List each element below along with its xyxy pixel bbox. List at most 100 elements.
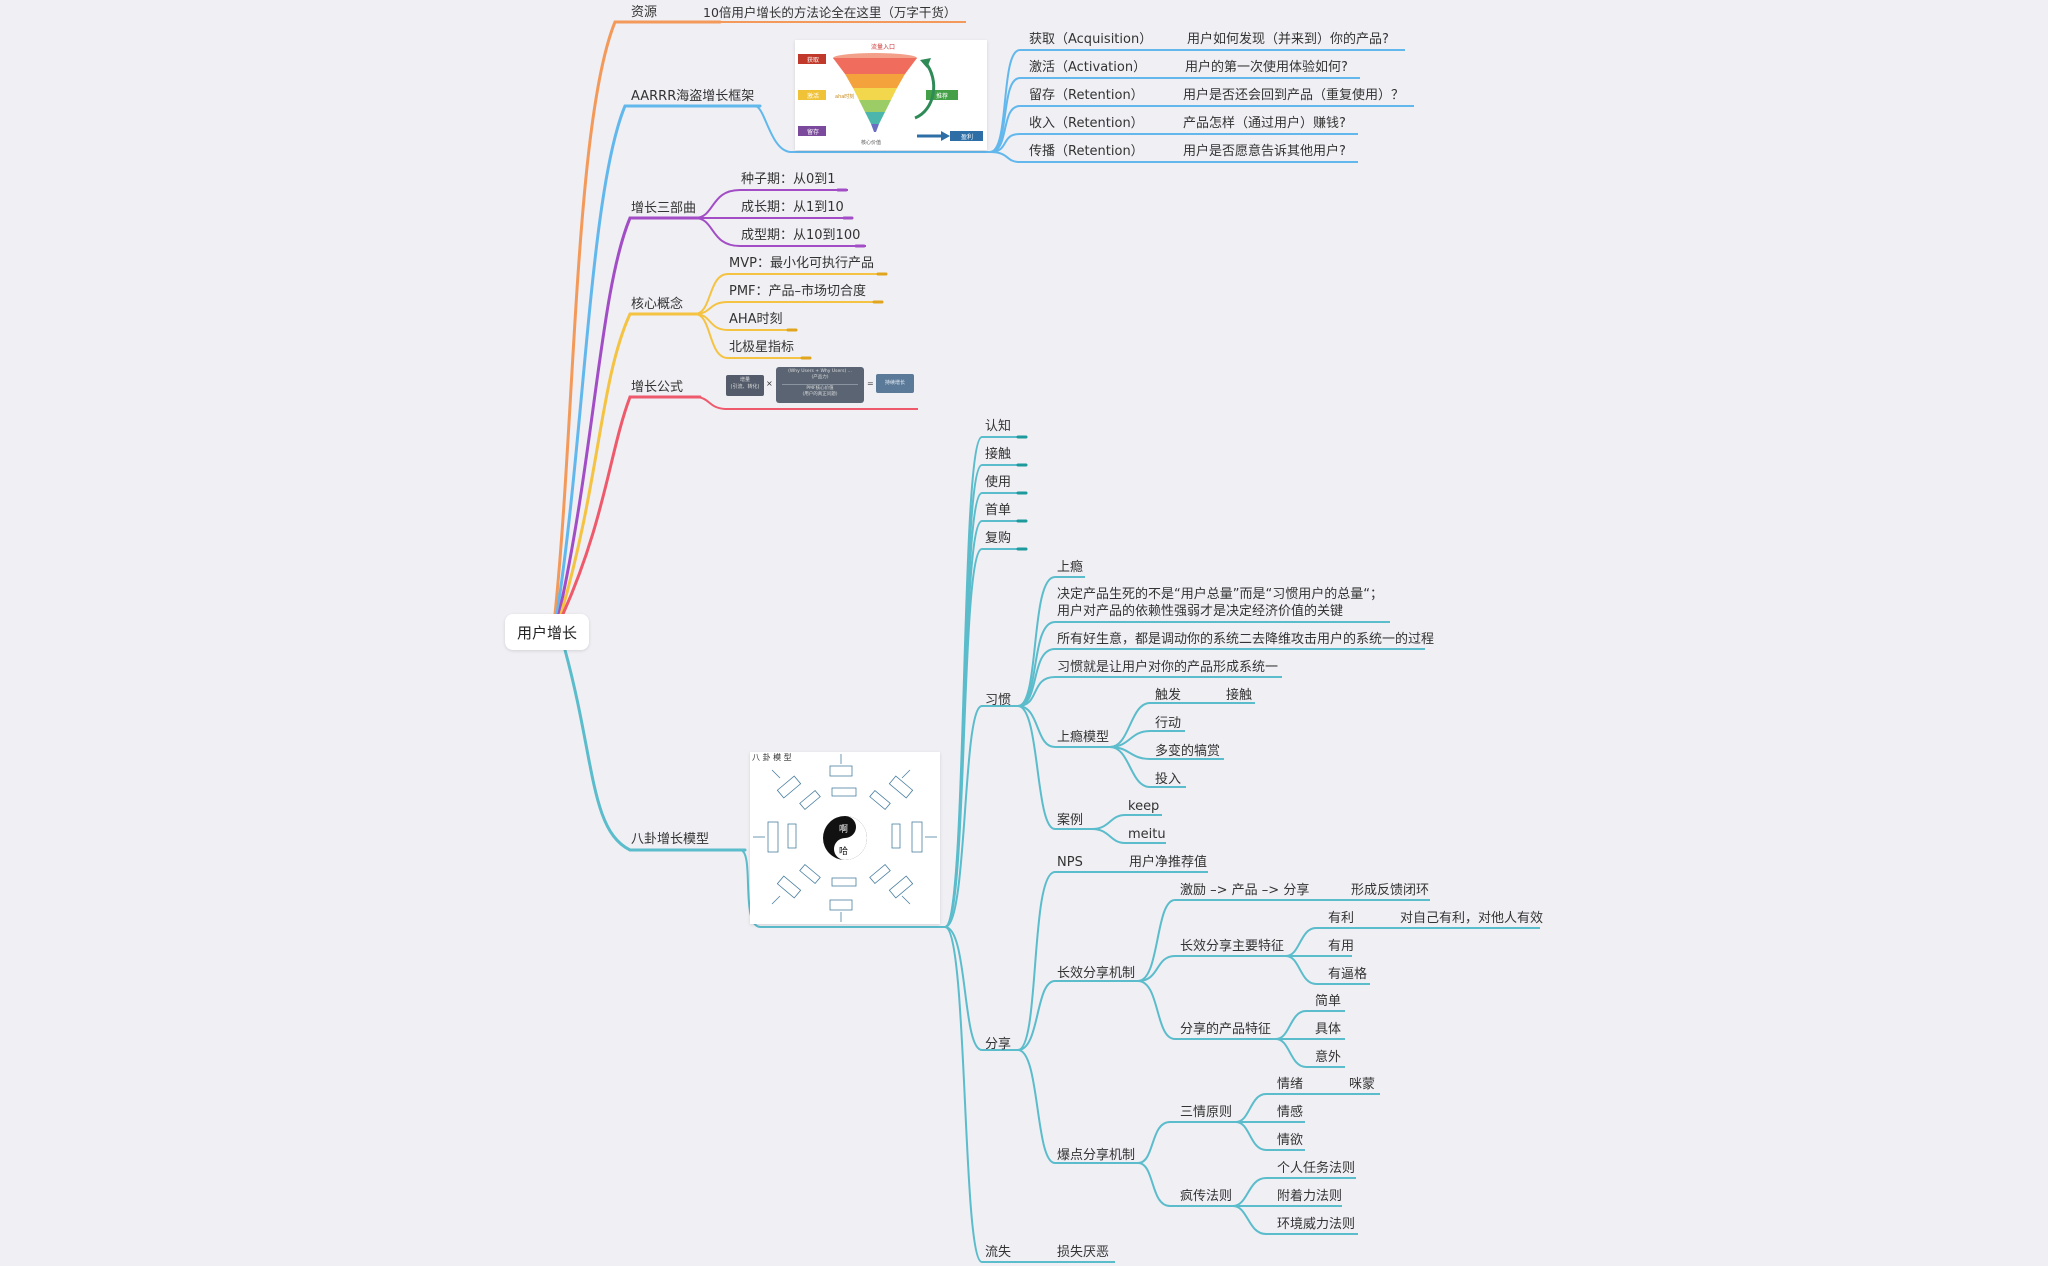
formula-mid-box: (Why Users + Why Users) ... (产品力) PMF核心价…	[776, 367, 864, 403]
three-feeling[interactable]: 情感	[1277, 1105, 1304, 1120]
formula-mid-b1: PMF核心价值	[806, 386, 834, 391]
stage-mature[interactable]: 成型期：从10到100	[741, 228, 861, 243]
spread-personal[interactable]: 个人任务法则	[1277, 1161, 1356, 1176]
bagua-first-order[interactable]: 首单	[985, 503, 1012, 518]
funnel-ret: 留存	[807, 128, 819, 136]
funnel-core: 核心价值	[861, 139, 881, 146]
concept-north-star[interactable]: 北极星指标	[729, 340, 795, 355]
hook-reward[interactable]: 多变的犒赏	[1155, 744, 1221, 759]
habit-quote-2[interactable]: 用户对产品的依赖性强弱才是决定经济价值的关键	[1057, 604, 1344, 619]
funnel-acq: 获取	[807, 56, 819, 64]
habit-cases[interactable]: 案例	[1057, 813, 1084, 828]
branch-formula[interactable]: 增长公式	[631, 380, 684, 395]
concept-pmf[interactable]: PMF：产品–市场切合度	[729, 284, 867, 299]
hook-action[interactable]: 行动	[1155, 716, 1182, 731]
funnel-aha: aha时刻	[835, 93, 854, 100]
stage-growth[interactable]: 成长期：从1到10	[741, 200, 844, 215]
product-concrete[interactable]: 具体	[1315, 1022, 1342, 1037]
aarrr-item-acquisition[interactable]: 获取（Acquisition）	[1029, 32, 1153, 47]
branch-line-concepts	[559, 312, 702, 616]
formula-mid-top: (Why Users + Why Users) ...	[788, 369, 852, 374]
feature-benefit[interactable]: 有利	[1328, 911, 1355, 926]
funnel-ref: 推荐	[936, 92, 948, 100]
aarrr-item-referral[interactable]: 传播（Retention）	[1029, 144, 1144, 159]
aarrr-item-activation[interactable]: 激活（Activation）	[1029, 60, 1147, 75]
three-emotion[interactable]: 情绪	[1277, 1077, 1304, 1092]
branch-line-formula	[561, 395, 702, 616]
bagua-contact[interactable]: 接触	[985, 447, 1012, 462]
formula-times: ×	[766, 379, 773, 388]
root-node[interactable]: 用户增长	[505, 614, 589, 650]
hook-model[interactable]: 上瘾模型	[1057, 730, 1110, 745]
share-loop[interactable]: 激励 –> 产品 –> 分享	[1180, 883, 1310, 898]
funnel-rev: 盈利	[961, 133, 973, 141]
bagua-use[interactable]: 使用	[985, 475, 1012, 490]
branch-line-stages	[557, 216, 702, 616]
formula-right: 持续增长	[876, 374, 914, 393]
resource-link[interactable]: 10倍用户增长的方法论全在这里（万字干货）	[703, 5, 957, 20]
formula-left-sub: (引流、转化)	[730, 384, 760, 390]
feature-useful[interactable]: 有用	[1328, 939, 1355, 954]
bagua-share[interactable]: 分享	[985, 1037, 1012, 1052]
share-nps[interactable]: NPS	[1057, 855, 1083, 870]
hook-trigger-contact[interactable]: 接触	[1226, 688, 1253, 703]
formula-mid-sub: (产品力)	[811, 375, 829, 380]
spread-context[interactable]: 环境威力法则	[1277, 1217, 1356, 1232]
bagua-repurchase[interactable]: 复购	[985, 531, 1012, 546]
aarrr-desc-revenue[interactable]: 产品怎样（通过用户）赚钱?	[1183, 116, 1346, 131]
funnel-top-label: 流量入口	[871, 43, 895, 51]
feature-benefit-desc[interactable]: 对自己有利，对他人有效	[1400, 911, 1544, 926]
branch-stages[interactable]: 增长三部曲	[631, 201, 697, 216]
aarrr-funnel-image[interactable]: 流量入口 获取 激活 aha时刻 留存 推荐 盈利 核心价值	[795, 40, 987, 150]
formula-mid-b2: (用户的真正问题)	[802, 392, 838, 397]
hook-trigger[interactable]: 触发	[1155, 688, 1182, 703]
formula-left: 增量	[739, 377, 750, 383]
aarrr-item-revenue[interactable]: 收入（Retention）	[1029, 116, 1144, 131]
share-long[interactable]: 长效分享机制	[1057, 966, 1136, 981]
spread-stickiness[interactable]: 附着力法则	[1277, 1189, 1343, 1204]
branch-resource[interactable]: 资源	[631, 5, 658, 20]
branch-bagua[interactable]: 八卦增长模型	[631, 832, 710, 847]
share-loop-child[interactable]: 形成反馈闭环	[1351, 883, 1430, 898]
viral-spread[interactable]: 疯传法则	[1180, 1189, 1233, 1204]
bagua-churn[interactable]: 流失	[985, 1245, 1012, 1260]
hook-investment[interactable]: 投入	[1155, 772, 1182, 787]
bagua-awareness[interactable]: 认知	[985, 419, 1012, 434]
share-long-features[interactable]: 长效分享主要特征	[1180, 939, 1285, 954]
branch-concepts[interactable]: 核心概念	[631, 297, 684, 312]
stage-seed[interactable]: 种子期：从0到1	[741, 172, 836, 187]
habit-system-one[interactable]: 习惯就是让用户对你的产品形成系统一	[1057, 660, 1279, 675]
bagua-habit[interactable]: 习惯	[985, 693, 1012, 708]
product-simple[interactable]: 简单	[1315, 994, 1342, 1009]
feature-classy[interactable]: 有逼格	[1328, 967, 1368, 982]
case-keep[interactable]: keep	[1128, 799, 1160, 814]
bagua-model-image[interactable]: 八 卦 模 型 啊 哈	[750, 752, 940, 924]
concept-mvp[interactable]: MVP：最小化可执行产品	[729, 256, 874, 271]
share-viral[interactable]: 爆点分享机制	[1057, 1148, 1136, 1163]
habit-addiction[interactable]: 上瘾	[1057, 560, 1084, 575]
concept-aha[interactable]: AHA时刻	[729, 312, 783, 327]
branch-line-resource	[553, 20, 722, 616]
aarrr-desc-acquisition[interactable]: 用户如何发现（并来到）你的产品?	[1187, 32, 1389, 47]
case-meitu[interactable]: meitu	[1128, 827, 1166, 842]
branch-line-bagua	[563, 648, 747, 852]
habit-quote-1[interactable]: 决定产品生死的不是“用户总量”而是“习惯用户的总量“；	[1057, 587, 1383, 602]
aarrr-desc-activation[interactable]: 用户的第一次使用体验如何?	[1185, 60, 1348, 75]
aarrr-desc-retention[interactable]: 用户是否还会回到产品（重复使用）？	[1183, 88, 1405, 103]
three-emotion-child[interactable]: 咪蒙	[1349, 1077, 1376, 1092]
aarrr-item-retention[interactable]: 留存（Retention）	[1029, 88, 1144, 103]
habit-good-business[interactable]: 所有好生意，都是调动你的系统二去降维攻击用户的系统一的过程	[1057, 632, 1435, 647]
share-nps-desc[interactable]: 用户净推荐值	[1129, 855, 1208, 870]
funnel-act: 激活	[807, 92, 819, 100]
viral-three[interactable]: 三情原则	[1180, 1105, 1233, 1120]
product-unexpected[interactable]: 意外	[1315, 1050, 1342, 1065]
formula-image[interactable]: 增量 (引流、转化) × (Why Users + Why Users) ...…	[726, 367, 916, 405]
three-desire[interactable]: 情欲	[1277, 1133, 1304, 1148]
formula-left-box: 增量 (引流、转化)	[726, 375, 764, 396]
share-product-features[interactable]: 分享的产品特征	[1180, 1022, 1272, 1037]
branch-aarrr[interactable]: AARRR海盗增长框架	[631, 89, 755, 104]
bagua-center-top: 啊	[839, 824, 848, 835]
churn-loss-aversion[interactable]: 损失厌恶	[1057, 1245, 1110, 1260]
aarrr-desc-referral[interactable]: 用户是否愿意告诉其他用户?	[1183, 144, 1346, 159]
